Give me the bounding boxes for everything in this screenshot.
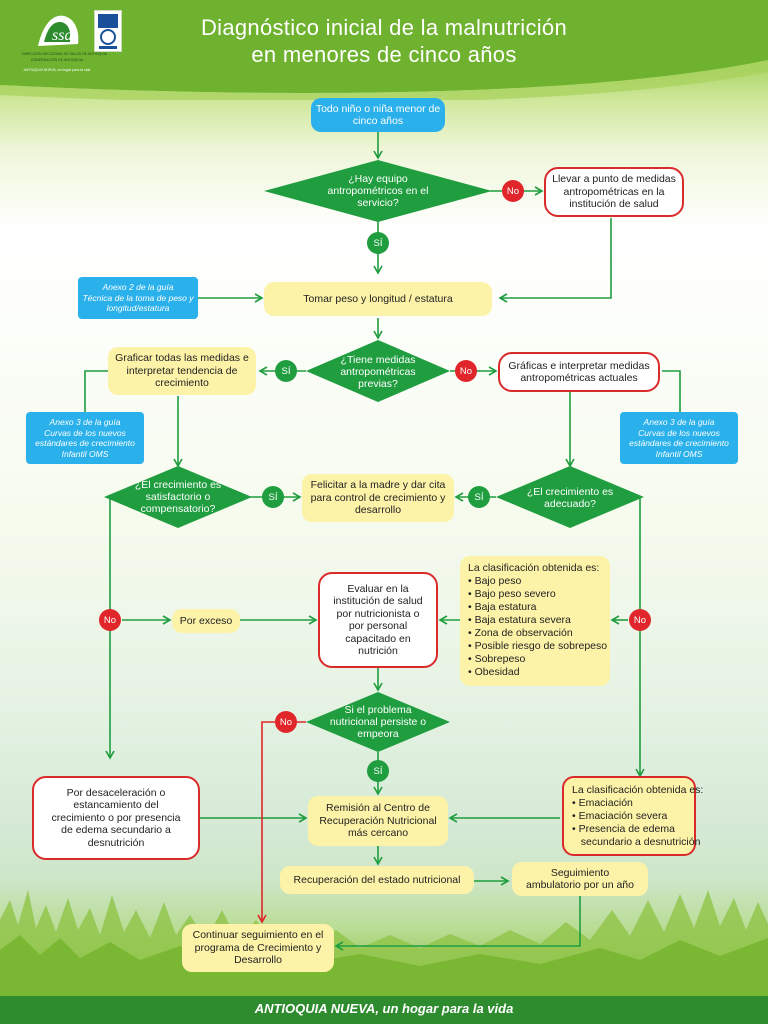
recuperacion-node: Recuperación del estado nutricional bbox=[280, 866, 474, 894]
si-badge-satisfactorio: SÍ bbox=[262, 486, 284, 508]
anexo2-note-line: Técnica de la toma de peso y bbox=[82, 292, 194, 303]
evaluar-node: Evaluar en la institución de salud por n… bbox=[318, 572, 438, 668]
clasificacion-1-item: • Baja estatura bbox=[468, 601, 537, 613]
remision-node: Remisión al Centro de Recuperación Nutri… bbox=[308, 796, 448, 846]
seguimiento-node: Seguimiento ambulatorio por un año bbox=[512, 862, 648, 896]
ssa-logo: ssa bbox=[34, 10, 86, 50]
anexo2-note-line: Anexo 2 de la guía bbox=[102, 282, 174, 293]
anexo3-left-note: Anexo 3 de la guía Curvas de los nuevos … bbox=[26, 412, 144, 464]
continuar-node: Continuar seguimiento en el programa de … bbox=[182, 924, 334, 972]
no-badge-equipo: No bbox=[502, 180, 524, 202]
clasificacion-1-item: • Posible riesgo de sobrepeso bbox=[468, 640, 608, 652]
llevar-node: Llevar a punto de medidas antropométrica… bbox=[544, 167, 684, 217]
question-persiste: Si el problema nutricional persiste o em… bbox=[329, 704, 427, 740]
question-equipo: ¿Hay equipo antropométricos en el servic… bbox=[327, 173, 429, 209]
anexo3-right-note-line: Anexo 3 de la guía bbox=[643, 417, 715, 427]
svg-text:ssa: ssa bbox=[52, 27, 72, 44]
anexo3-right-note-line: estándares de crecimiento bbox=[629, 438, 729, 448]
ssa-logo-icon: ssa bbox=[38, 15, 79, 46]
anexo3-right-note: Anexo 3 de la guía Curvas de los nuevos … bbox=[620, 412, 738, 464]
clasificacion-1-item: • Baja estatura severa bbox=[468, 614, 571, 626]
clasificacion-1-heading: La clasificación obtenida es: bbox=[468, 562, 600, 574]
clasificacion-1-box: La clasificación obtenida es: • Bajo pes… bbox=[460, 556, 610, 686]
footer-slogan: ANTIOQUIA NUEVA, un hogar para la vida bbox=[0, 996, 768, 1024]
graficar-todas-node: Graficar todas las medidas e interpretar… bbox=[108, 347, 256, 395]
clasificacion-2-item: • Emaciación bbox=[572, 797, 633, 809]
clasificacion-2-item: secundario a desnutrición bbox=[572, 836, 701, 848]
si-badge-persiste: SÍ bbox=[367, 760, 389, 782]
question-satisfactorio: ¿El crecimiento es satisfactorio o compe… bbox=[134, 479, 222, 515]
no-badge-persiste: No bbox=[275, 711, 297, 733]
clasificacion-2-heading: La clasificación obtenida es: bbox=[572, 784, 704, 796]
si-badge-equipo: SÍ bbox=[367, 232, 389, 254]
no-badge-previas: No bbox=[455, 360, 477, 382]
anexo3-right-note-line: Curvas de los nuevos bbox=[638, 427, 720, 438]
anexo2-note: Anexo 2 de la guía Técnica de la toma de… bbox=[78, 277, 198, 319]
clasificacion-2-box: La clasificación obtenida es: • Emaciaci… bbox=[562, 776, 704, 856]
anexo3-left-note-line: Infantil OMS bbox=[61, 448, 109, 459]
question-previas: ¿Tiene medidas antropométricas previas? bbox=[340, 354, 416, 390]
anexo3-right-note-line: Infantil OMS bbox=[655, 448, 703, 459]
clasificacion-2-item: • Presencia de edema bbox=[572, 823, 675, 835]
no-badge-adecuado: No bbox=[629, 609, 651, 631]
clasificacion-2-item: • Emaciación severa bbox=[572, 810, 668, 822]
certification-seal-icon bbox=[98, 14, 118, 49]
logo-org-line2: GOBERNACIÓN DE ANTIOQUIA bbox=[30, 58, 84, 62]
anexo3-left-note-line: Anexo 3 de la guía bbox=[49, 417, 121, 427]
graficas-actuales-node: Gráficas e interpretar medidas antropomé… bbox=[498, 352, 660, 392]
diamond-previas bbox=[306, 340, 450, 402]
clasificacion-1-item: • Bajo peso severo bbox=[468, 588, 556, 600]
por-exceso-node: Por exceso bbox=[172, 609, 240, 633]
diamond-equipo bbox=[264, 160, 492, 222]
header-banner bbox=[0, 0, 768, 100]
clasificacion-1-item: • Sobrepeso bbox=[468, 653, 526, 665]
anexo3-left-note-line: estándares de crecimiento bbox=[35, 438, 135, 448]
desaceleracion-node: Por desaceleración o estancamiento del c… bbox=[32, 776, 200, 860]
certification-logo bbox=[94, 10, 122, 52]
tomar-node: Tomar peso y longitud / estatura bbox=[264, 282, 492, 316]
logo-slogan: ANTIOQUIA NUEVA, un hogar para la vida bbox=[23, 68, 91, 72]
clasificacion-1-item: • Zona de observación bbox=[468, 627, 573, 639]
page-title-line2: en menores de cinco años bbox=[251, 42, 517, 67]
diamond-adecuado bbox=[496, 466, 644, 528]
diamond-persiste bbox=[306, 692, 450, 752]
si-badge-previas: SÍ bbox=[275, 360, 297, 382]
diamond-satisfactorio bbox=[104, 466, 252, 528]
clasificacion-1-item: • Bajo peso bbox=[468, 575, 522, 587]
anexo3-left-note-line: Curvas de los nuevos bbox=[44, 427, 126, 438]
felicitar-node: Felicitar a la madre y dar cita para con… bbox=[302, 474, 454, 522]
question-adecuado: ¿El crecimiento es adecuado? bbox=[526, 486, 614, 510]
si-badge-adecuado: SÍ bbox=[468, 486, 490, 508]
anexo2-note-line: longitud/estatura bbox=[106, 303, 170, 314]
clasificacion-1-item: • Obesidad bbox=[468, 666, 520, 678]
logo-org-line1: DIRECCIÓN SECCIONAL DE SALUD DE ANTIOQUI… bbox=[22, 52, 108, 56]
no-badge-satisfactorio: No bbox=[99, 609, 121, 631]
page-title-line1: Diagnóstico inicial de la malnutrición bbox=[200, 15, 568, 40]
start-node: Todo niño o niña menor de cinco años bbox=[311, 98, 445, 132]
